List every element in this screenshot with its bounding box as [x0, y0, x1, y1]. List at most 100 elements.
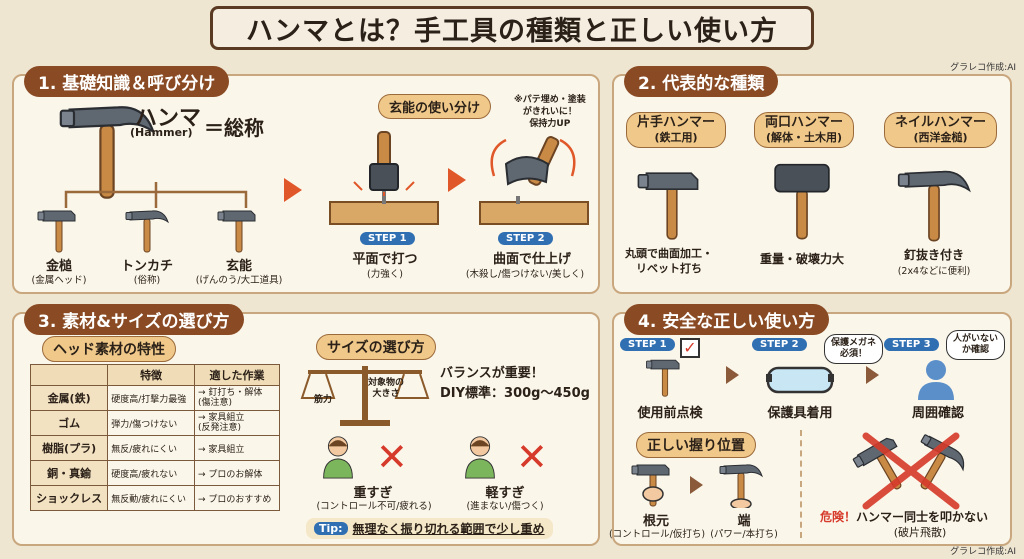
table-cell-material: 銅・真鍮: [29, 460, 109, 486]
type-onehand-note: (鉄工用): [654, 131, 698, 144]
step2-badge: STEP 2: [498, 232, 553, 245]
type-onehand-name: 片手ハンマー: [637, 115, 716, 130]
table-row: ショックレス 無反動/疲れにくい → プロのおすすめ: [29, 485, 281, 511]
arrow-right-icon: [284, 178, 302, 202]
table-row: ゴム 弾力/傷つけない → 家具組立 (反発注意): [29, 410, 281, 436]
table-cell-feature: 硬度高/打撃力最強: [107, 385, 195, 411]
hammers-clash-icon: [851, 432, 971, 510]
hammer-word: ハンマ: [135, 106, 202, 131]
table-header: [29, 364, 109, 386]
person-check-icon: [918, 360, 954, 400]
type-nail-desc: 釘抜き付き: [903, 248, 964, 262]
safety-step2-label: 保護具着用: [767, 406, 833, 421]
grip-base-icon: [631, 464, 670, 507]
section-safety: [612, 312, 1012, 546]
step2-label: 曲面で仕上げ: [492, 252, 571, 267]
heavy-x-icon: ✕: [376, 435, 408, 479]
credit-top: グラレコ作成:AI: [950, 63, 1016, 73]
section-material-heading: 3. 素材&サイズの選び方: [24, 304, 244, 335]
checkbox-icon: ✓: [680, 338, 700, 358]
table-cell-feature: 弾力/傷つけない: [107, 410, 195, 436]
table-cell-use: → プロのおすすめ: [193, 485, 281, 511]
danger-line: 危険！ハンマー同士を叩かない: [820, 508, 988, 525]
type-double-note: (解体・土木用): [765, 131, 843, 144]
type-nail-pill: ネイルハンマー (西洋金槌): [884, 112, 998, 148]
arrow-right-icon-2: [448, 168, 466, 192]
type-nail-name: ネイルハンマー: [895, 115, 987, 130]
genno-usage-title: 玄能の使い分け: [378, 94, 492, 119]
safety-step1-label: 使用前点検: [637, 406, 703, 421]
flat-strike-illustration: [329, 131, 439, 225]
section-basics-heading: 1. 基礎知識＆呼び分け: [24, 66, 230, 97]
page-title-banner: ハンマとは？手工具の種類と正しい使い方: [210, 6, 814, 50]
type-kanazuchi: 金槌: [45, 259, 72, 274]
arrow-right-icon-5: [690, 476, 703, 494]
type-onehand-desc: 丸頭で曲面加工・ リベット打ち: [625, 247, 713, 275]
type-kanazuchi-note: (金属ヘッド): [31, 275, 87, 286]
branch-lines: [64, 182, 248, 208]
heavy-sub: (コントロール不可/疲れる): [316, 501, 432, 512]
arrow-right-icon-4: [866, 366, 879, 384]
grip-base-label: 根元: [642, 514, 669, 529]
table-cell-feature: 硬度高/疲れない: [107, 460, 195, 486]
table-cell-use: → 釘打ち・解体 (傷注意): [193, 385, 281, 411]
type-onehand-pill: 片手ハンマー (鉄工用): [626, 112, 727, 148]
type-nail-note: (西洋金槌): [913, 131, 968, 144]
light-person-icon: [456, 432, 504, 480]
table-cell-use: → 家具組立 (反発注意): [193, 410, 281, 436]
table-row: 銅・真鍮 硬度高/疲れない → プロのお解体: [29, 460, 281, 486]
safety-step2-badge: STEP 2: [752, 338, 807, 351]
grip-base-sub: (コントロール/仮打ち): [608, 529, 706, 540]
balance-right-label: 対象物の 大きさ: [368, 378, 405, 399]
type-double-name: 両口ハンマー: [765, 115, 844, 130]
section-types-heading: 2. 代表的な種類: [624, 66, 779, 97]
safety-step1-badge: STEP 1: [620, 338, 675, 351]
light-x-icon: ✕: [516, 435, 548, 479]
section-safety-heading: 4. 安全な正しい使い方: [624, 304, 830, 335]
sledge-hammer-icon: [760, 158, 844, 242]
balance-text: バランスが重要！: [440, 366, 544, 381]
table-cell-material: ショックレス: [29, 485, 109, 511]
divider: [800, 430, 802, 538]
grip-end-label: 端: [737, 514, 751, 529]
type-genno: 玄能: [225, 259, 252, 274]
table-row: 樹脂(プラ) 無反/疲れにくい → 家具組立: [29, 435, 281, 461]
grip-end-icon: [719, 464, 763, 508]
genno-icon: [214, 204, 264, 254]
danger-text: ハンマー同士を叩かない: [856, 510, 989, 524]
type-genno-note: (げんのう/大工道具): [195, 275, 283, 286]
type-double-pill: 両口ハンマー (解体・土木用): [754, 112, 855, 148]
ball-peen-hammer-icon: [632, 162, 712, 242]
table-row: 金属(鉄) 硬度高/打撃力最強 → 釘打ち・解体 (傷注意): [29, 385, 281, 411]
goggles-bubble: 保護メガネ 必須！: [824, 334, 884, 364]
hammer-equals-generic: ＝総称: [204, 116, 264, 140]
safety-step3-label: 周囲確認: [911, 406, 964, 421]
nail-hammer-icon: [892, 160, 976, 244]
danger-tag: 危険！: [820, 510, 857, 524]
step1-badge: STEP 1: [360, 232, 415, 245]
type-tonkachi: トンカチ: [120, 259, 173, 274]
surroundings-bubble: 人がいない か確認: [946, 330, 1006, 360]
tip-box: Tip: 無理なく振り切れる範囲で少し重め: [306, 518, 553, 539]
grip-end-sub: (パワー/本打ち): [710, 529, 778, 540]
table-cell-material: ゴム: [29, 410, 109, 436]
material-table: 特徴 適した作業 金属(鉄) 硬度高/打撃力最強 → 釘打ち・解体 (傷注意) …: [29, 364, 281, 511]
grip-title: 正しい握り位置: [636, 432, 756, 458]
balance-left-label: 筋力: [314, 395, 333, 405]
curved-finish-illustration: [479, 136, 589, 225]
material-title: ヘッド素材の特性: [42, 336, 176, 362]
heavy-label: 重すぎ: [353, 486, 393, 501]
arrow-right-icon-3: [726, 366, 739, 384]
type-tonkachi-note: (俗称): [133, 275, 161, 286]
tonkachi-icon: [122, 204, 172, 254]
step1-label: 平面で打つ: [352, 252, 418, 267]
kanazuchi-icon: [34, 204, 84, 254]
credit-bottom: グラレコ作成:AI: [950, 547, 1016, 557]
size-title: サイズの選び方: [316, 334, 436, 360]
table-header: 特徴: [107, 364, 195, 386]
goggles-icon: [766, 366, 834, 394]
table-cell-feature: 無反/疲れにくい: [107, 435, 195, 461]
light-label: 軽すぎ: [485, 486, 525, 501]
table-cell-use: → 家具組立: [193, 435, 281, 461]
tip-tag: Tip:: [314, 522, 348, 535]
